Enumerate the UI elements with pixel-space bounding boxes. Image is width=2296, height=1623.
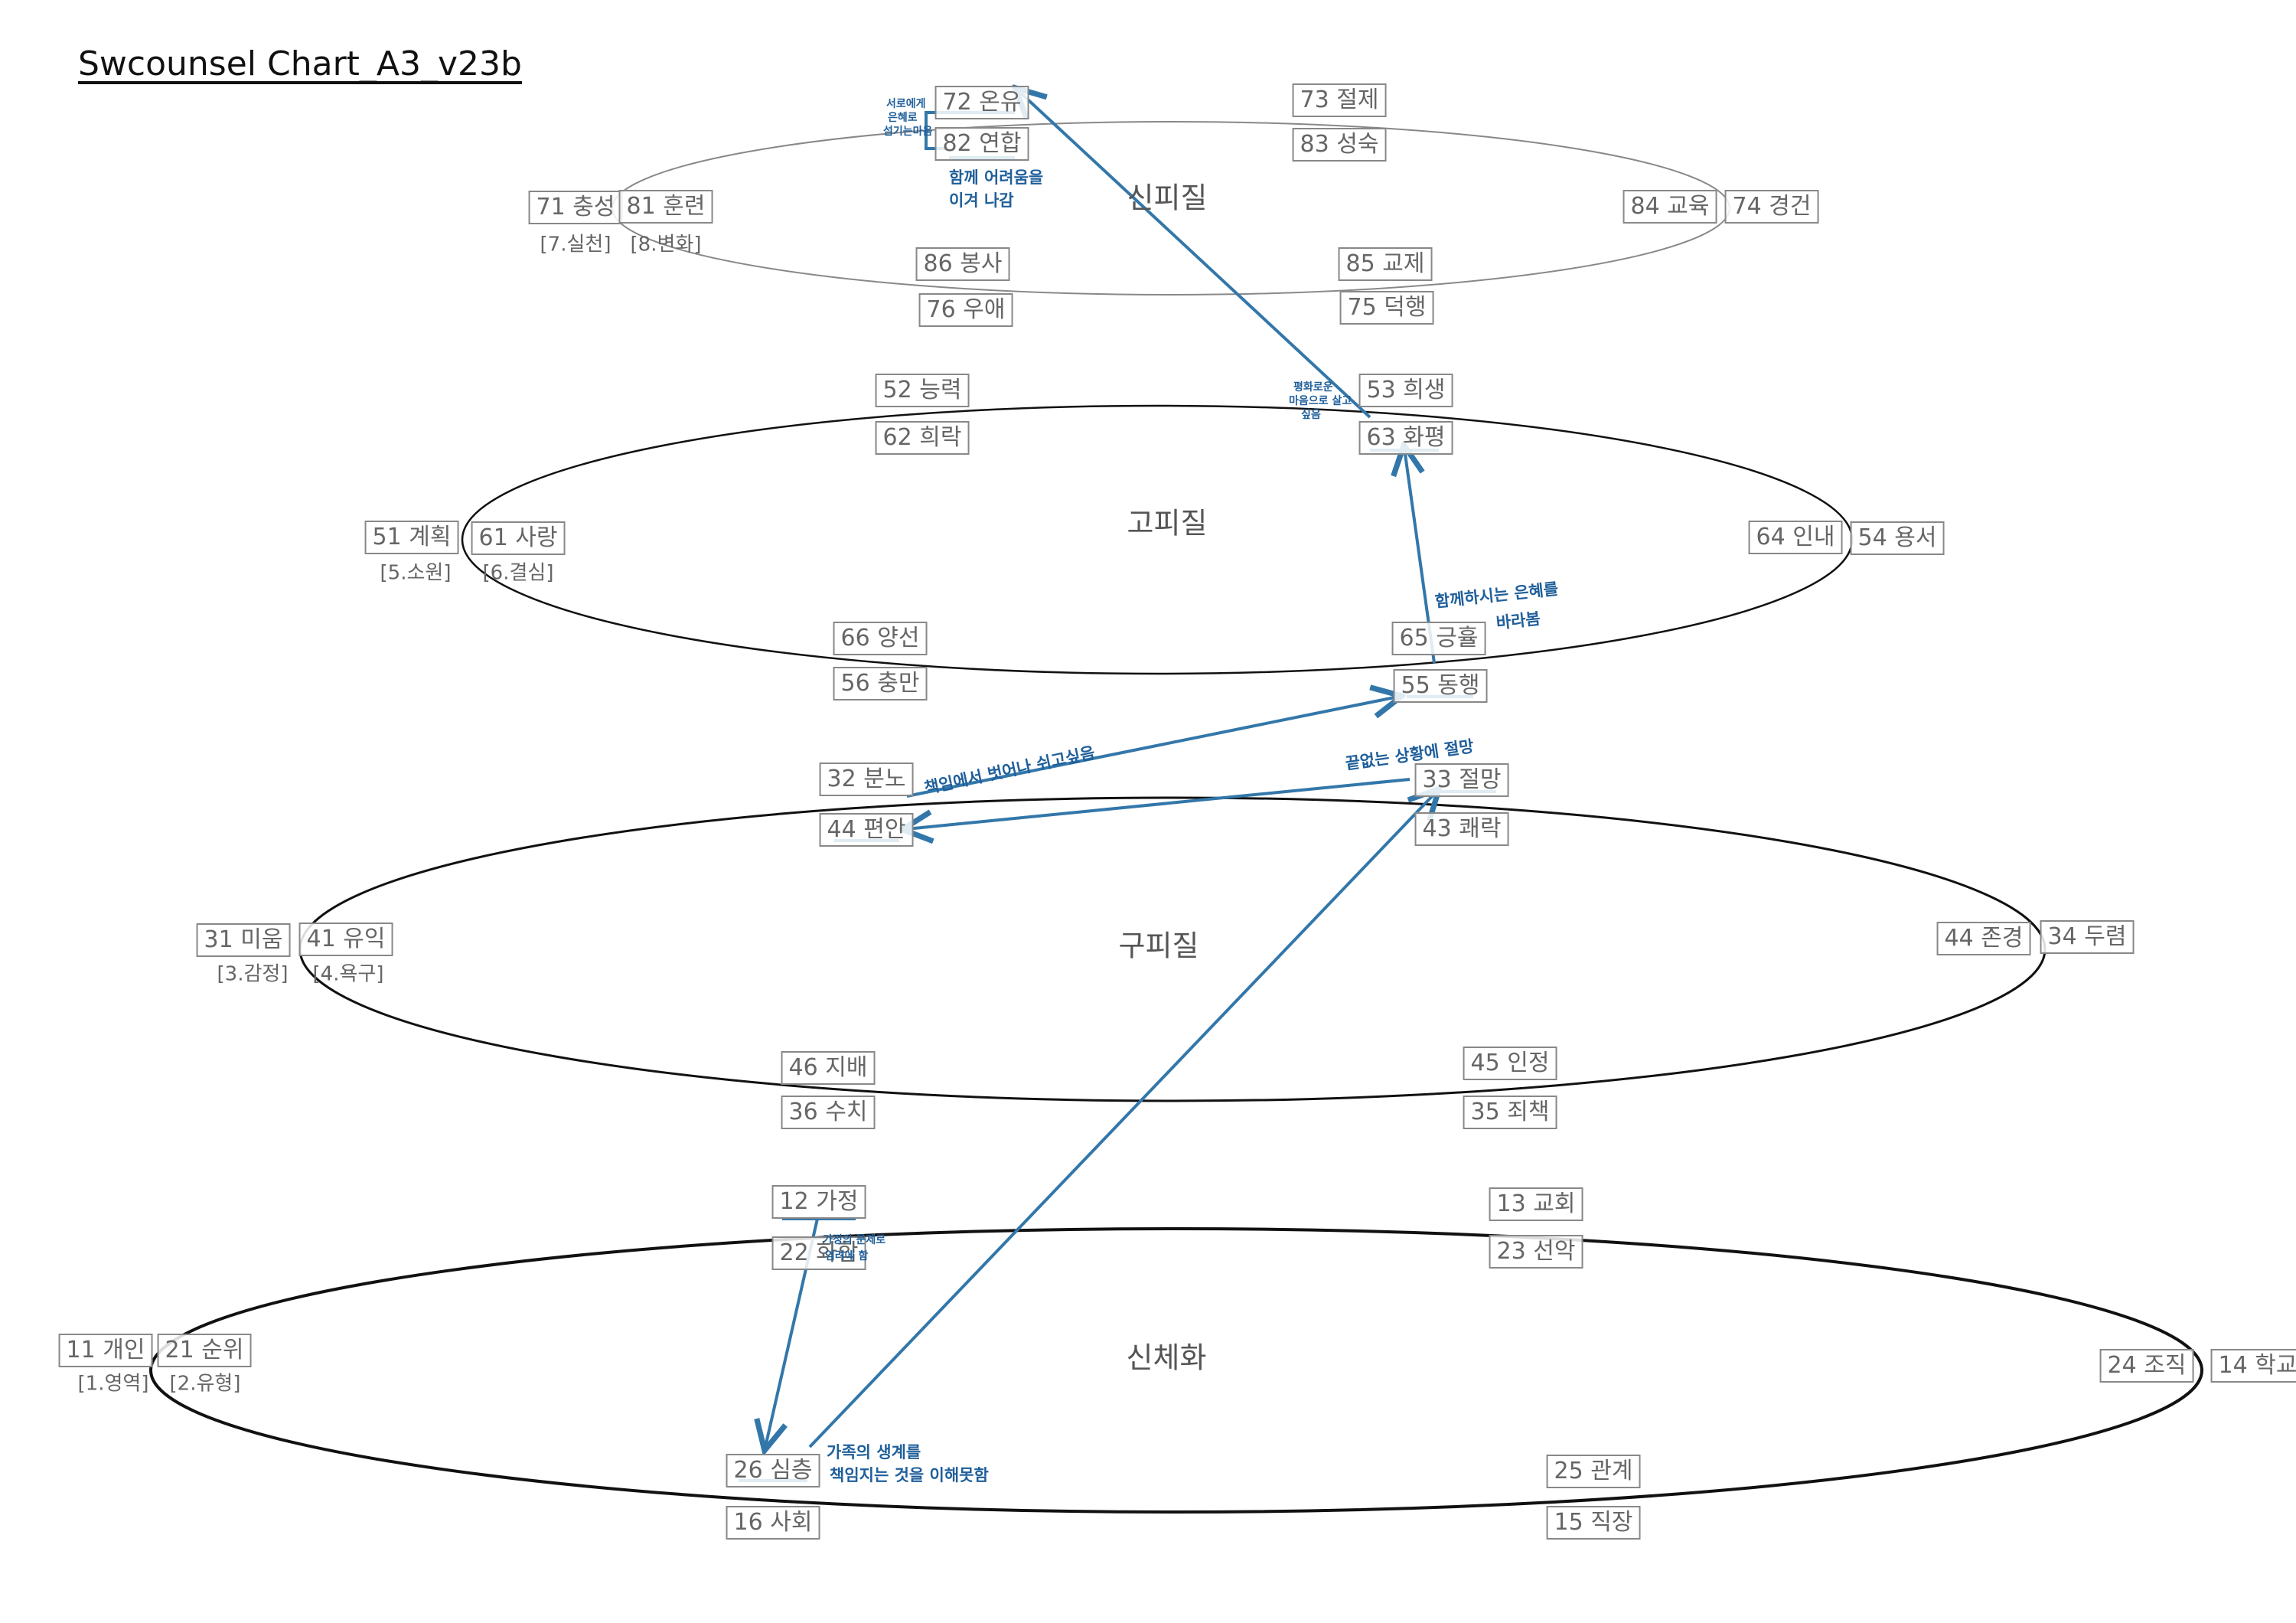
arrow-33-to-44 [906,778,1411,829]
bracket-2: [2.유형] [169,1372,241,1396]
note-deep-1: 가족의 생계를 [827,1443,921,1461]
node-24[interactable]: 24 조직 [2099,1349,2194,1383]
node-41[interactable]: 41 유익 [298,923,393,956]
node-44-respect[interactable]: 44 존경 [1936,922,2031,955]
arrow-63-to-72 [1018,90,1371,419]
bracket-5: [5.소원] [380,561,452,585]
node-43[interactable]: 43 쾌락 [1414,812,1509,846]
bracket-7: [7.실천] [540,233,612,256]
bracket-4: [4.욕구] [312,962,384,986]
node-64[interactable]: 64 인내 [1748,521,1843,554]
chart-title: Swcounsel Chart_A3_v23b [78,44,522,83]
node-12[interactable]: 12 가정 [771,1185,866,1219]
arrow-26-to-33 [808,792,1437,1448]
node-75[interactable]: 75 덕행 [1339,291,1434,325]
note-family-2: 염려에 함 [825,1250,869,1262]
level-label-archicortex: 구피질 [1118,929,1199,963]
node-71[interactable]: 71 충성 [528,191,623,224]
node-15[interactable]: 15 직장 [1546,1506,1641,1540]
node-86[interactable]: 86 봉사 [915,247,1010,281]
note-overcome: 이겨 나감 [949,191,1014,210]
level-label-paleocortex: 고피질 [1127,506,1208,540]
node-14[interactable]: 14 학교 [2210,1349,2296,1383]
note-top-2: 은혜로 [888,112,918,124]
node-73[interactable]: 73 절제 [1292,83,1387,117]
node-56[interactable]: 56 충만 [833,667,928,700]
node-21[interactable]: 21 순위 [157,1334,252,1367]
node-11[interactable]: 11 개인 [58,1334,153,1367]
level-label-neocortex: 신피질 [1127,181,1208,215]
bracket-6: [6.결심] [482,561,554,585]
bracket-3: [3.감정] [217,962,289,986]
node-55[interactable]: 55 동행 [1393,669,1488,703]
node-76[interactable]: 76 우애 [918,293,1013,327]
node-53[interactable]: 53 희생 [1358,374,1453,407]
node-32[interactable]: 32 분노 [819,763,914,796]
node-23[interactable]: 23 선악 [1489,1235,1583,1269]
note-together: 함께 어려움을 [949,168,1044,187]
node-22[interactable]: 22 화합 [771,1236,866,1270]
node-35[interactable]: 35 죄책 [1463,1096,1557,1129]
node-83[interactable]: 83 성숙 [1292,128,1387,162]
node-62[interactable]: 62 희락 [875,421,970,455]
node-81[interactable]: 81 훈련 [618,190,713,224]
bracket-8: [8.변화] [630,233,702,256]
node-52[interactable]: 52 능력 [875,374,970,407]
node-36[interactable]: 36 수치 [781,1096,876,1129]
node-13[interactable]: 13 교회 [1489,1187,1583,1221]
node-33[interactable]: 33 절망 [1414,763,1509,797]
node-85[interactable]: 85 교제 [1338,247,1433,281]
node-25[interactable]: 25 관계 [1546,1455,1641,1488]
node-16[interactable]: 16 사회 [726,1506,820,1540]
level-label-somatization: 신체화 [1126,1341,1207,1375]
node-54[interactable]: 54 용서 [1850,521,1945,555]
node-34[interactable]: 34 두렴 [2040,920,2135,954]
node-44-comfort[interactable]: 44 편안 [819,813,914,847]
level-ellipse-somatization [149,1227,2203,1514]
node-72[interactable]: 72 온유 [934,86,1029,119]
bracket-1: [1.영역] [77,1372,149,1396]
node-26[interactable]: 26 심층 [726,1454,820,1487]
node-46[interactable]: 46 지배 [781,1051,876,1085]
node-45[interactable]: 45 인정 [1463,1047,1557,1080]
node-74[interactable]: 74 경건 [1724,190,1819,224]
arrow-44-to-55 [906,697,1398,798]
node-63[interactable]: 63 화평 [1358,421,1453,455]
node-51[interactable]: 51 계획 [364,521,459,554]
note-top-3: 섬기는마음 [883,126,933,138]
node-61[interactable]: 61 사랑 [471,521,566,555]
note-deep-2: 책임지는 것을 이해못함 [830,1466,989,1484]
note-family-1: 가정의 문제로 [823,1234,886,1246]
node-66[interactable]: 66 양선 [833,622,928,655]
node-84[interactable]: 84 교육 [1623,190,1717,224]
note-peace-1: 평화로운 [1293,381,1333,394]
note-peace-3: 싶음 [1301,409,1321,421]
note-top-1: 서로에게 [886,98,926,110]
node-65[interactable]: 65 긍휼 [1391,622,1486,655]
node-31[interactable]: 31 미움 [196,923,291,957]
node-82[interactable]: 82 연합 [934,127,1029,161]
note-peace-2: 마음으로 살고 [1289,395,1352,407]
